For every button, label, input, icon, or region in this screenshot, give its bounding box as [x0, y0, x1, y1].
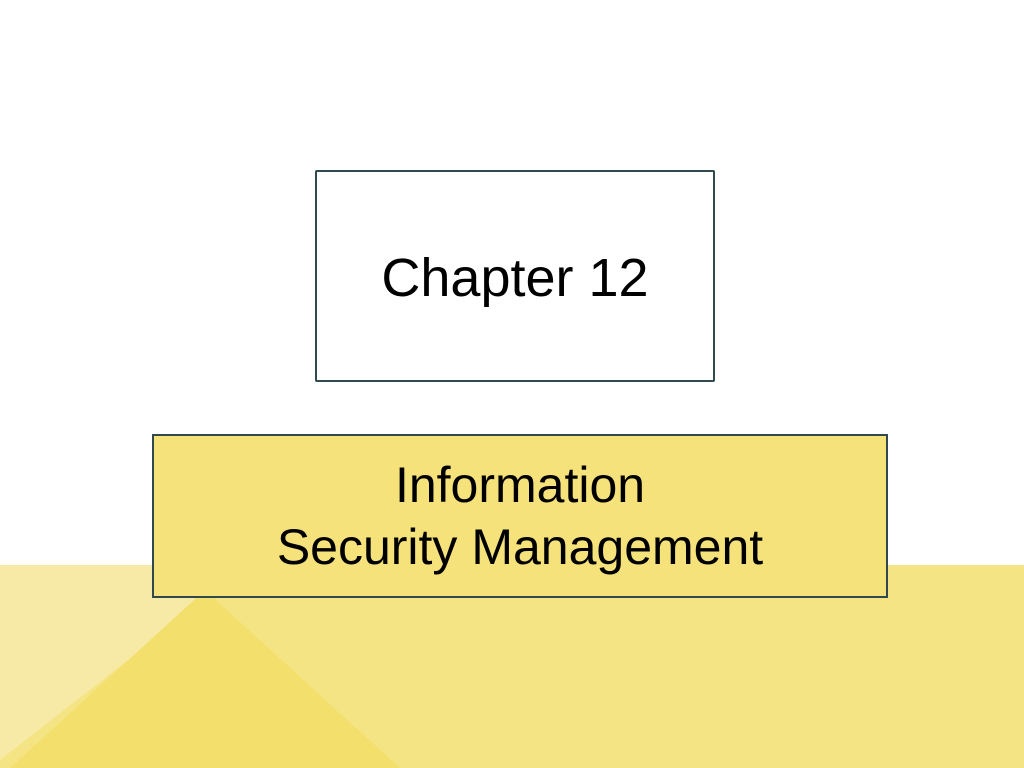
- title-box: Information Security Management: [152, 434, 888, 598]
- chapter-box: Chapter 12: [315, 170, 715, 382]
- background-gold-triangle: [10, 590, 400, 768]
- title-line-2: Security Management: [276, 519, 764, 575]
- chapter-label: Chapter 12: [381, 248, 649, 308]
- title-line-1: Information: [394, 457, 646, 513]
- background-soft-triangle: [205, 565, 450, 768]
